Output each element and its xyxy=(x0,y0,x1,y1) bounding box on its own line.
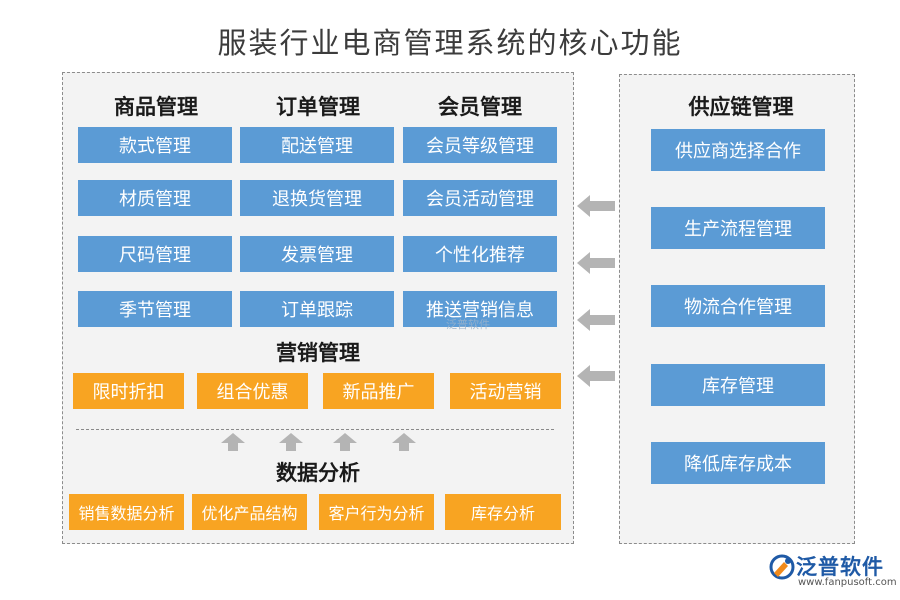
marketing-item-bundle: 组合优惠 xyxy=(197,373,308,409)
marketing-heading: 营销管理 xyxy=(276,341,360,365)
product-item-size: 尺码管理 xyxy=(78,236,232,272)
arrow-up-icon xyxy=(333,433,357,451)
arrow-up-icon xyxy=(221,433,245,451)
product-management-heading: 商品管理 xyxy=(114,95,198,119)
brand-url: www.fanpusoft.com xyxy=(798,577,897,588)
order-management-heading: 订单管理 xyxy=(276,95,360,119)
data-analysis-heading: 数据分析 xyxy=(276,461,360,485)
arrow-left-icon xyxy=(577,195,615,217)
product-item-style: 款式管理 xyxy=(78,127,232,163)
supply-item-logistics: 物流合作管理 xyxy=(651,285,825,327)
member-item-level: 会员等级管理 xyxy=(403,127,557,163)
member-item-push-marketing: 推送营销信息 xyxy=(403,291,557,327)
analysis-item-inventory: 库存分析 xyxy=(445,494,561,530)
watermark-text: 泛普软件 xyxy=(446,318,490,331)
product-item-season: 季节管理 xyxy=(78,291,232,327)
marketing-item-flash-discount: 限时折扣 xyxy=(73,373,184,409)
supply-chain-heading: 供应链管理 xyxy=(688,95,794,119)
supply-item-inventory: 库存管理 xyxy=(651,364,825,406)
marketing-item-campaign: 活动营销 xyxy=(450,373,561,409)
analysis-item-customer-behavior: 客户行为分析 xyxy=(319,494,434,530)
order-item-tracking: 订单跟踪 xyxy=(240,291,394,327)
brand-logo: 泛普软件 www.fanpusoft.com xyxy=(768,549,898,593)
brand-name: 泛普软件 xyxy=(796,555,884,579)
section-divider xyxy=(76,429,554,430)
member-item-recommend: 个性化推荐 xyxy=(403,236,557,272)
arrow-up-icon xyxy=(392,433,416,451)
order-item-returns: 退换货管理 xyxy=(240,180,394,216)
marketing-item-new-product: 新品推广 xyxy=(323,373,434,409)
order-item-delivery: 配送管理 xyxy=(240,127,394,163)
analysis-item-sales: 销售数据分析 xyxy=(69,494,184,530)
product-item-material: 材质管理 xyxy=(78,180,232,216)
supply-item-production: 生产流程管理 xyxy=(651,207,825,249)
member-management-heading: 会员管理 xyxy=(438,95,522,119)
arrow-left-icon xyxy=(577,365,615,387)
analysis-item-product-structure: 优化产品结构 xyxy=(192,494,307,530)
fanpu-logo-icon xyxy=(769,554,795,580)
supply-item-supplier: 供应商选择合作 xyxy=(651,129,825,171)
supply-item-reduce-cost: 降低库存成本 xyxy=(651,442,825,484)
arrow-left-icon xyxy=(577,252,615,274)
order-item-invoice: 发票管理 xyxy=(240,236,394,272)
arrow-up-icon xyxy=(279,433,303,451)
page-title: 服装行业电商管理系统的核心功能 xyxy=(217,26,683,60)
arrow-left-icon xyxy=(577,309,615,331)
member-item-activity: 会员活动管理 xyxy=(403,180,557,216)
